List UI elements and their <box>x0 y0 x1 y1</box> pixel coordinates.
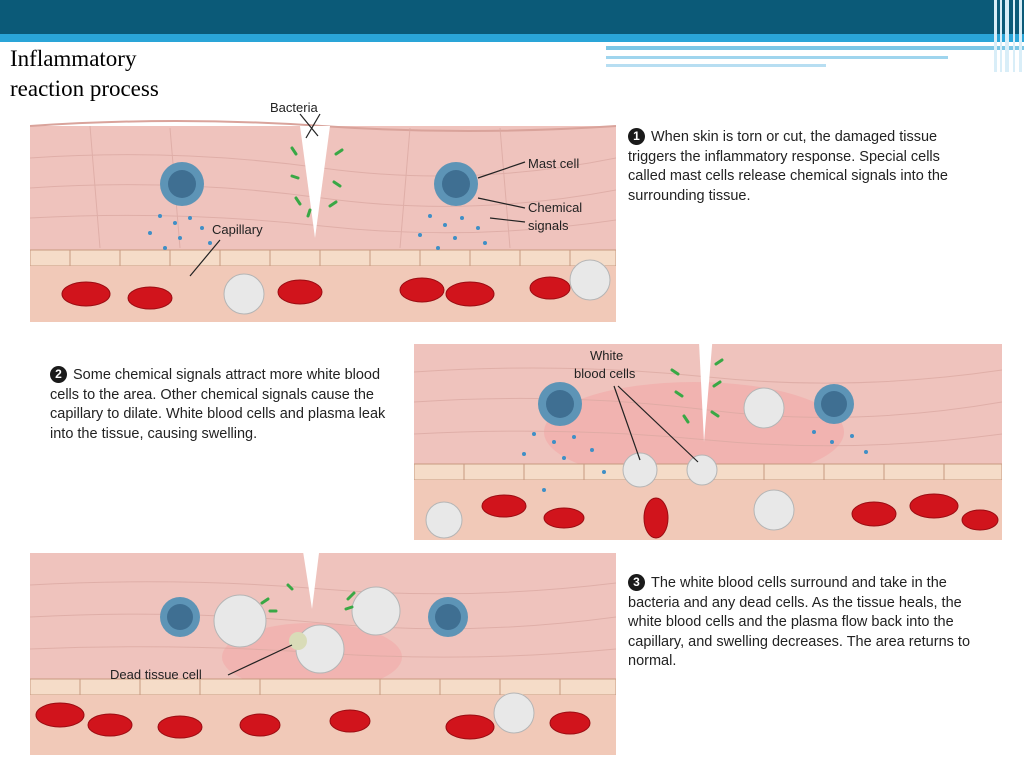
header-bar <box>0 0 1024 34</box>
header-line <box>606 56 948 59</box>
bacteria <box>260 583 356 613</box>
panel-3-illustration: Dead tissue cell <box>30 545 616 755</box>
step-number: 3 <box>628 574 645 592</box>
white-blood-cell <box>743 387 785 429</box>
wound <box>302 545 320 609</box>
white-blood-cell <box>753 489 795 531</box>
chemical-signal-dots <box>522 430 868 492</box>
step-number: 2 <box>50 366 67 384</box>
panel-2-caption-text: Some chemical signals attract more white… <box>50 367 386 442</box>
panel-2-illustration: White blood cells <box>414 322 1002 540</box>
wound <box>698 322 714 442</box>
chemical-signal-dots <box>148 214 487 250</box>
label-mast-cell: Mast cell <box>528 156 579 171</box>
slide-title-line1: Inflammatory <box>10 46 137 71</box>
white-blood-cell <box>686 454 718 486</box>
header-vertical-bars <box>992 0 1024 72</box>
dead-tissue-cell <box>289 632 307 650</box>
title-tab <box>0 42 606 72</box>
panel-3-caption-text: The white blood cells surround and take … <box>628 575 971 669</box>
label-white-blood-cells-1: White <box>590 348 623 363</box>
step-number: 1 <box>628 128 645 146</box>
white-blood-cell <box>493 692 535 734</box>
red-blood-cells <box>35 702 591 740</box>
panel-1-caption-text: When skin is torn or cut, the damaged ti… <box>628 129 948 204</box>
panel-1-illustration: Bacteria Mast cell Chemical signals Capi… <box>30 98 616 322</box>
blood-vessel <box>30 266 616 322</box>
white-blood-cell <box>622 452 658 488</box>
label-chemical-signals-2: signals <box>528 218 569 233</box>
bacteria <box>670 358 724 424</box>
label-dead-tissue-cell: Dead tissue cell <box>110 667 202 682</box>
header-line <box>606 46 1024 50</box>
red-blood-cells <box>481 493 999 539</box>
bacteria <box>290 146 344 218</box>
capillary-wall <box>30 249 616 267</box>
slide-title-line2: reaction process <box>10 76 159 101</box>
white-blood-cell <box>223 273 265 315</box>
white-blood-cell <box>213 594 267 648</box>
label-bacteria: Bacteria <box>270 100 318 115</box>
white-blood-cell <box>425 501 463 539</box>
slide-title: Inflammatory reaction process <box>10 44 159 104</box>
white-blood-cell <box>569 259 611 301</box>
label-white-blood-cells-2: blood cells <box>574 366 636 381</box>
white-blood-cell <box>295 624 345 674</box>
header-line <box>606 64 826 67</box>
header-stripe <box>0 34 1024 42</box>
white-blood-cell <box>351 586 401 636</box>
label-capillary: Capillary <box>212 222 263 237</box>
label-chemical-signals-1: Chemical <box>528 200 582 215</box>
wound <box>300 126 330 238</box>
red-blood-cells <box>61 276 571 310</box>
